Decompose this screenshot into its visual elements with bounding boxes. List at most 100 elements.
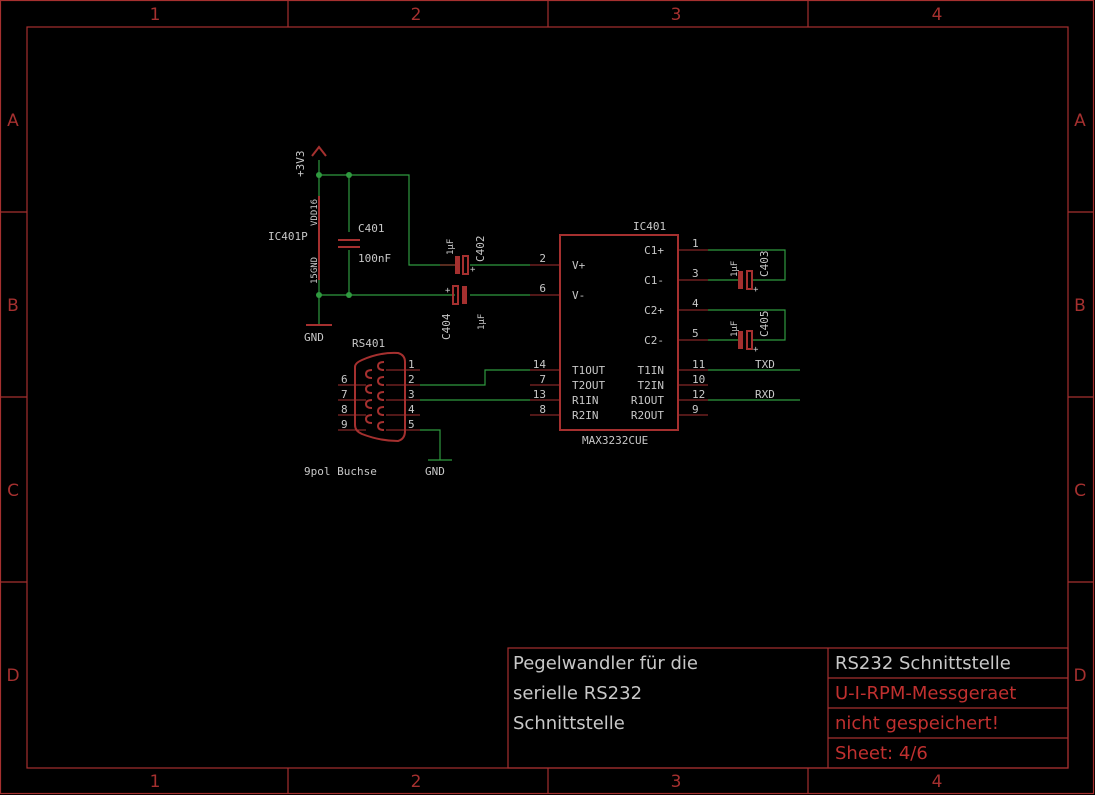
supply-3v3-symbol: +3V3	[294, 145, 327, 178]
pin-number: 1	[408, 358, 415, 371]
c403-name: C403	[758, 251, 771, 278]
ic-left-pin-lines	[530, 264, 560, 416]
row-label-left: A	[7, 111, 19, 131]
sheet-number: Sheet: 4/6	[835, 743, 928, 764]
pin-label: T2IN	[638, 379, 665, 392]
c405-name: C405	[758, 311, 771, 338]
frame-row-labels: A B C D A B C D	[6, 111, 1086, 686]
pin-number: 1	[692, 237, 699, 250]
connector-label: 9pol Buchse	[304, 465, 377, 478]
sheet-title: RS232 Schnittstelle	[835, 653, 1011, 674]
capacitor-c403: + 1µF C403	[730, 251, 771, 296]
ic-left-pin-labels: V+ V- T1OUT T2OUT R1IN R2IN	[572, 259, 605, 422]
connector-pin-lines	[338, 369, 420, 431]
ic401p-name: IC401P	[268, 230, 308, 243]
gnd-pin-label: 15GND	[310, 257, 320, 284]
pin-number: 4	[692, 297, 699, 310]
project-name: U-I-RPM-Messgeraet	[835, 683, 1016, 704]
row-label-right: A	[1074, 111, 1086, 131]
pin-number: 9	[692, 403, 699, 416]
frame-column-labels: 1 2 3 4 1 2 3 4	[150, 5, 943, 792]
pin-label: C2-	[644, 334, 664, 347]
pin-number: 3	[692, 267, 699, 280]
row-label-right: C	[1074, 481, 1086, 501]
gnd-symbol-connector: GND	[425, 465, 445, 478]
row-label-left: C	[7, 481, 19, 501]
ic-name: IC401	[633, 220, 666, 233]
pin-number: 6	[539, 282, 546, 295]
pin-label: T2OUT	[572, 379, 605, 392]
pin-label: C2+	[644, 304, 664, 317]
junction-dots	[316, 172, 352, 298]
junction-dot	[316, 172, 322, 178]
pin-number: 3	[408, 388, 415, 401]
capacitor-c405: + 1µF C405	[730, 311, 771, 356]
net-label-txd: TXD	[755, 358, 775, 371]
file-state: nicht gespeichert!	[835, 713, 999, 734]
gnd-label: GND	[304, 331, 324, 344]
capacitor-c401: C401 100nF	[338, 222, 391, 265]
row-label-right: B	[1074, 296, 1086, 316]
column-label-bottom: 1	[150, 772, 161, 792]
supply-label: +3V3	[294, 151, 307, 178]
junction-dot	[346, 292, 352, 298]
pin-label: C1+	[644, 244, 664, 257]
c402-value: 1µF	[446, 239, 456, 255]
pin-number: 7	[341, 388, 348, 401]
column-label-top: 3	[671, 5, 682, 25]
pin-number: 8	[341, 403, 348, 416]
pin-number: 11	[692, 358, 705, 371]
pin-number: 12	[692, 388, 705, 401]
column-label-bottom: 3	[671, 772, 682, 792]
capacitor-c402: + 1µF C402	[440, 236, 487, 275]
pin-label: R1IN	[572, 394, 599, 407]
connector-right-pin-numbers: 1 2 3 4 5	[408, 358, 415, 431]
pin-number: 10	[692, 373, 705, 386]
row-label-left: B	[7, 296, 19, 316]
c401-value: 100nF	[358, 252, 391, 265]
column-label-top: 4	[932, 5, 943, 25]
net-label-rxd: RXD	[755, 388, 775, 401]
column-label-bottom: 2	[411, 772, 422, 792]
ic-right-pin-lines	[678, 249, 708, 416]
junction-dot	[346, 172, 352, 178]
junction-dot	[316, 292, 322, 298]
description-line: Schnittstelle	[513, 713, 625, 734]
pin-label: T1OUT	[572, 364, 605, 377]
ic-part: MAX3232CUE	[582, 434, 648, 447]
pin-label: T1IN	[638, 364, 665, 377]
ic401p-power-part: VDD16 15GND IC401P	[268, 196, 320, 284]
c402-name: C402	[474, 236, 487, 263]
connector-pin-loops	[364, 361, 385, 431]
pin-label: C1-	[644, 274, 664, 287]
title-block: Pegelwandler für die serielle RS232 Schn…	[507, 647, 1069, 769]
pin-number: 13	[533, 388, 546, 401]
ic-right-pin-labels: C1+ C1- C2+ C2- T1IN T2IN R1OUT R2OUT	[631, 244, 664, 422]
pin-number: 7	[539, 373, 546, 386]
column-label-top: 1	[150, 5, 161, 25]
ic401-max3232: IC401 MAX3232CUE 2 6 14 7 13 8	[530, 220, 708, 447]
c401-name: C401	[358, 222, 385, 235]
polarity-mark: +	[753, 285, 759, 295]
pin-number: 8	[539, 403, 546, 416]
pin-label: R1OUT	[631, 394, 664, 407]
pin-number: 5	[408, 418, 415, 431]
connector-name: RS401	[352, 337, 385, 350]
column-label-bottom: 4	[932, 772, 943, 792]
c404-name: C404	[440, 313, 453, 340]
polarity-mark: +	[753, 345, 759, 355]
capacitor-c404: + C404 1µF	[440, 285, 487, 340]
ic-right-pin-numbers: 1 3 4 5 11 10 12 9	[692, 237, 705, 416]
row-label-right: D	[1073, 666, 1086, 686]
pin-label: R2OUT	[631, 409, 664, 422]
pin-number: 4	[408, 403, 415, 416]
c405-value: 1µF	[730, 321, 740, 337]
c404-value: 1µF	[477, 314, 487, 330]
pin-number: 9	[341, 418, 348, 431]
ic-left-pin-numbers: 2 6 14 7 13 8	[533, 252, 547, 416]
gnd-label: GND	[425, 465, 445, 478]
column-label-top: 2	[411, 5, 422, 25]
vdd-pin-label: VDD16	[310, 199, 320, 226]
